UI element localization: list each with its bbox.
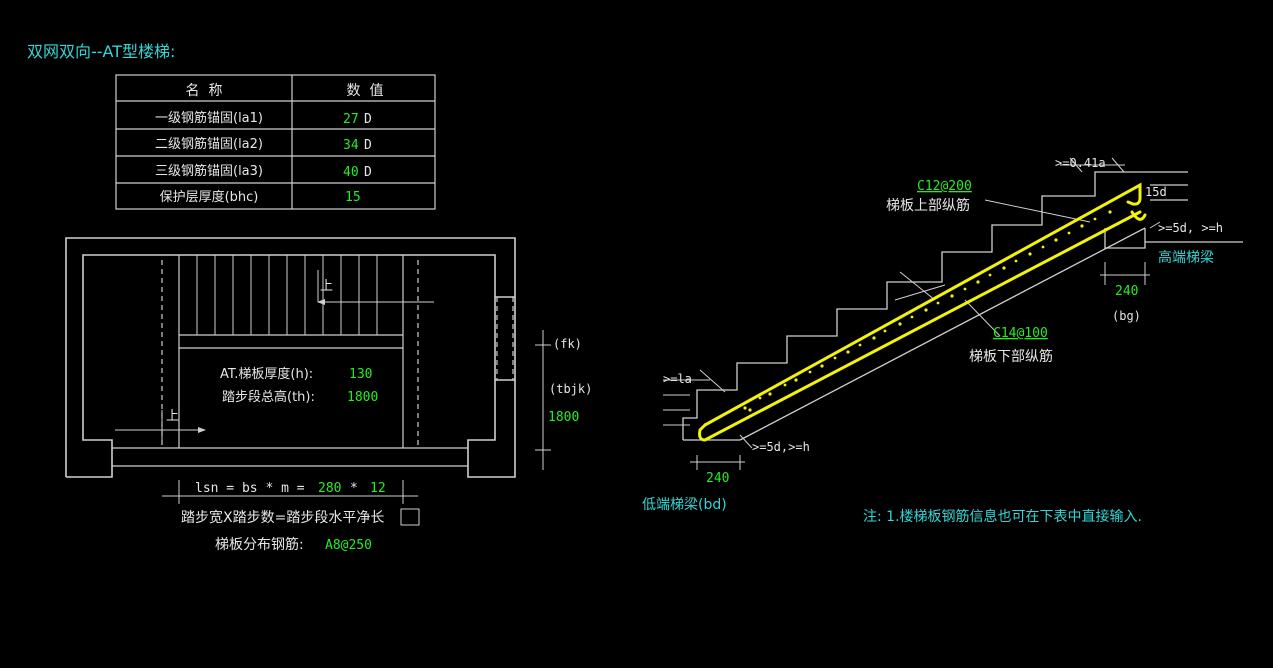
table-row-name: 一级钢筋锚固(la1)	[155, 110, 263, 126]
high-beam-req: >=5d, >=h	[1158, 221, 1223, 235]
table-row-value[interactable]: 34	[343, 138, 359, 153]
distribution-value[interactable]: A8@250	[325, 538, 372, 553]
low-beam-label: 低端梯梁(bd)	[642, 497, 727, 513]
distribution-label: 梯板分布钢筋:	[215, 536, 304, 553]
table-row-value[interactable]: 40	[343, 165, 359, 180]
fk-label: (fk)	[553, 337, 582, 351]
table-header-value: 数 值	[347, 83, 384, 99]
formula-caption: 踏步宽X踏步数=踏步段水平净长	[181, 509, 384, 526]
distribution-bar-dots	[743, 210, 1112, 412]
stair-section-view	[663, 157, 1243, 470]
tbjk-value[interactable]: 1800	[548, 410, 579, 425]
hook-15d-label: 15d	[1145, 185, 1167, 199]
table-row-name: 三级钢筋锚固(la3)	[155, 163, 263, 179]
times-sign: *	[350, 481, 358, 496]
stair-plan-view	[65, 237, 551, 526]
param-table	[115, 74, 436, 210]
high-beam-width[interactable]: 240	[1115, 284, 1138, 299]
top-bar-value[interactable]: C12@200	[917, 179, 972, 194]
table-row-unit: D	[364, 165, 372, 180]
high-beam-label: 高端梯梁	[1158, 249, 1214, 266]
low-beam-req: >=5d,>=h	[752, 440, 810, 454]
lsn-label: lsn = bs * m =	[195, 481, 305, 496]
bottom-bar-label: 梯板下部纵筋	[969, 348, 1053, 365]
bs-value[interactable]: 280	[318, 481, 341, 496]
note-text: 注: 1.楼梯板钢筋信息也可在下表中直接输入.	[863, 508, 1142, 525]
bottom-bar-value[interactable]: C14@100	[993, 326, 1048, 341]
low-anchor-label: >=la	[663, 372, 692, 386]
low-beam-width[interactable]: 240	[706, 471, 729, 486]
table-row-value[interactable]: 27	[343, 112, 359, 127]
flight-height-label: 踏步段总高(th):	[222, 389, 315, 405]
m-value[interactable]: 12	[370, 481, 386, 496]
page-title: 双网双向--AT型楼梯:	[27, 42, 175, 61]
anchor-top-label: >=0.41a	[1055, 156, 1106, 170]
rebar-lines	[698, 182, 1147, 442]
top-bar-label: 梯板上部纵筋	[886, 197, 970, 214]
table-row-value[interactable]: 15	[345, 190, 361, 205]
table-row-unit: D	[364, 112, 372, 127]
up-label-top: 上	[320, 279, 333, 294]
up-label-bottom: 上	[166, 409, 179, 424]
slab-thickness-label: AT.梯板厚度(h):	[220, 366, 313, 382]
table-row-name: 二级钢筋锚固(la2)	[155, 136, 263, 152]
table-header-name: 名 称	[186, 83, 223, 99]
table-row-unit: D	[364, 138, 372, 153]
table-row-name: 保护层厚度(bhc)	[160, 189, 259, 205]
flight-height-value[interactable]: 1800	[347, 390, 378, 405]
tbjk-label: (tbjk)	[549, 382, 592, 396]
slab-thickness-value[interactable]: 130	[349, 367, 372, 382]
high-beam-code: (bg)	[1112, 309, 1141, 323]
